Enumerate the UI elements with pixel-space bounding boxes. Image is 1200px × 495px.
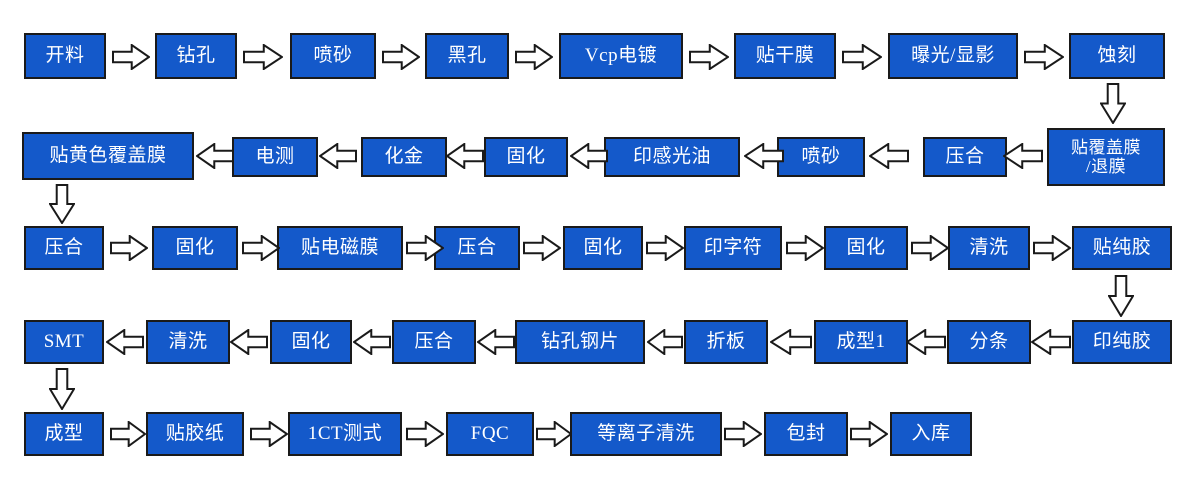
arrow-right-icon [110,235,148,261]
arrow-left-icon [353,329,391,355]
process-node[interactable]: 黑孔 [425,33,509,79]
process-node[interactable]: 固化 [563,226,643,270]
arrow-left-icon [869,143,909,169]
arrow-right-icon [250,421,288,447]
process-node[interactable]: 清洗 [146,320,230,364]
process-node[interactable]: 贴胶纸 [146,412,244,456]
arrow-right-icon [110,421,146,447]
process-node[interactable]: 贴干膜 [734,33,836,79]
process-node[interactable]: 印字符 [684,226,782,270]
arrow-left-icon [319,143,357,169]
arrow-left-icon [1031,329,1071,355]
arrow-right-icon [911,235,949,261]
process-node[interactable]: 印纯胶 [1072,320,1172,364]
process-node[interactable]: FQC [446,412,534,456]
process-node[interactable]: 压合 [923,137,1007,177]
process-node[interactable]: 压合 [24,226,104,270]
arrow-right-icon [515,44,553,70]
process-node[interactable]: 化金 [361,137,447,177]
process-node[interactable]: 1CT测式 [288,412,402,456]
arrow-right-icon [689,44,729,70]
arrow-left-icon [446,143,484,169]
arrow-left-icon [770,329,812,355]
arrow-left-icon [647,329,683,355]
process-node[interactable]: 压合 [392,320,476,364]
process-node[interactable]: 折板 [684,320,768,364]
process-node[interactable]: SMT [24,320,104,364]
process-node[interactable]: 钻孔钢片 [515,320,645,364]
process-node[interactable]: 贴覆盖膜 /退膜 [1047,128,1165,186]
arrow-down-icon [49,184,75,224]
arrow-left-icon [196,143,234,169]
process-node[interactable]: 贴纯胶 [1072,226,1172,270]
arrow-right-icon [842,44,882,70]
process-node[interactable]: 等离子清洗 [570,412,722,456]
arrow-left-icon [1003,143,1043,169]
process-node[interactable]: 分条 [947,320,1031,364]
arrow-left-icon [570,143,608,169]
process-node[interactable]: 贴黄色覆盖膜 [22,132,194,180]
arrow-down-icon [1108,275,1134,317]
process-node[interactable]: 成型 [24,412,104,456]
arrow-down-icon [1100,83,1126,124]
arrow-right-icon [646,235,684,261]
process-node[interactable]: 成型1 [814,320,908,364]
process-node[interactable]: 贴电磁膜 [277,226,403,270]
process-node[interactable]: 曝光/显影 [888,33,1018,79]
process-node[interactable]: 固化 [152,226,238,270]
arrow-left-icon [106,329,144,355]
process-node[interactable]: 固化 [484,137,568,177]
arrow-right-icon [112,44,150,70]
arrow-right-icon [406,421,444,447]
process-node[interactable]: 印感光油 [604,137,740,177]
arrow-right-icon [536,421,572,447]
arrow-right-icon [243,44,283,70]
process-node[interactable]: 蚀刻 [1069,33,1165,79]
process-node[interactable]: 钻孔 [155,33,237,79]
process-node[interactable]: 压合 [434,226,520,270]
process-node[interactable]: 喷砂 [777,137,865,177]
process-node[interactable]: 入库 [890,412,972,456]
process-node[interactable]: 清洗 [948,226,1030,270]
arrow-left-icon [230,329,268,355]
arrow-left-icon [477,329,515,355]
process-node[interactable]: 电测 [232,137,318,177]
process-node[interactable]: 固化 [824,226,908,270]
process-node[interactable]: 包封 [764,412,848,456]
arrow-right-icon [523,235,561,261]
arrow-right-icon [850,421,888,447]
arrow-right-icon [1024,44,1064,70]
process-node[interactable]: 喷砂 [290,33,376,79]
arrow-right-icon [1033,235,1071,261]
arrow-right-icon [382,44,420,70]
arrow-right-icon [242,235,280,261]
arrow-right-icon [786,235,824,261]
process-node[interactable]: Vcp电镀 [559,33,683,79]
arrow-right-icon [724,421,762,447]
arrow-left-icon [906,329,946,355]
process-node[interactable]: 开料 [24,33,106,79]
arrow-down-icon [49,368,75,410]
process-node[interactable]: 固化 [270,320,352,364]
